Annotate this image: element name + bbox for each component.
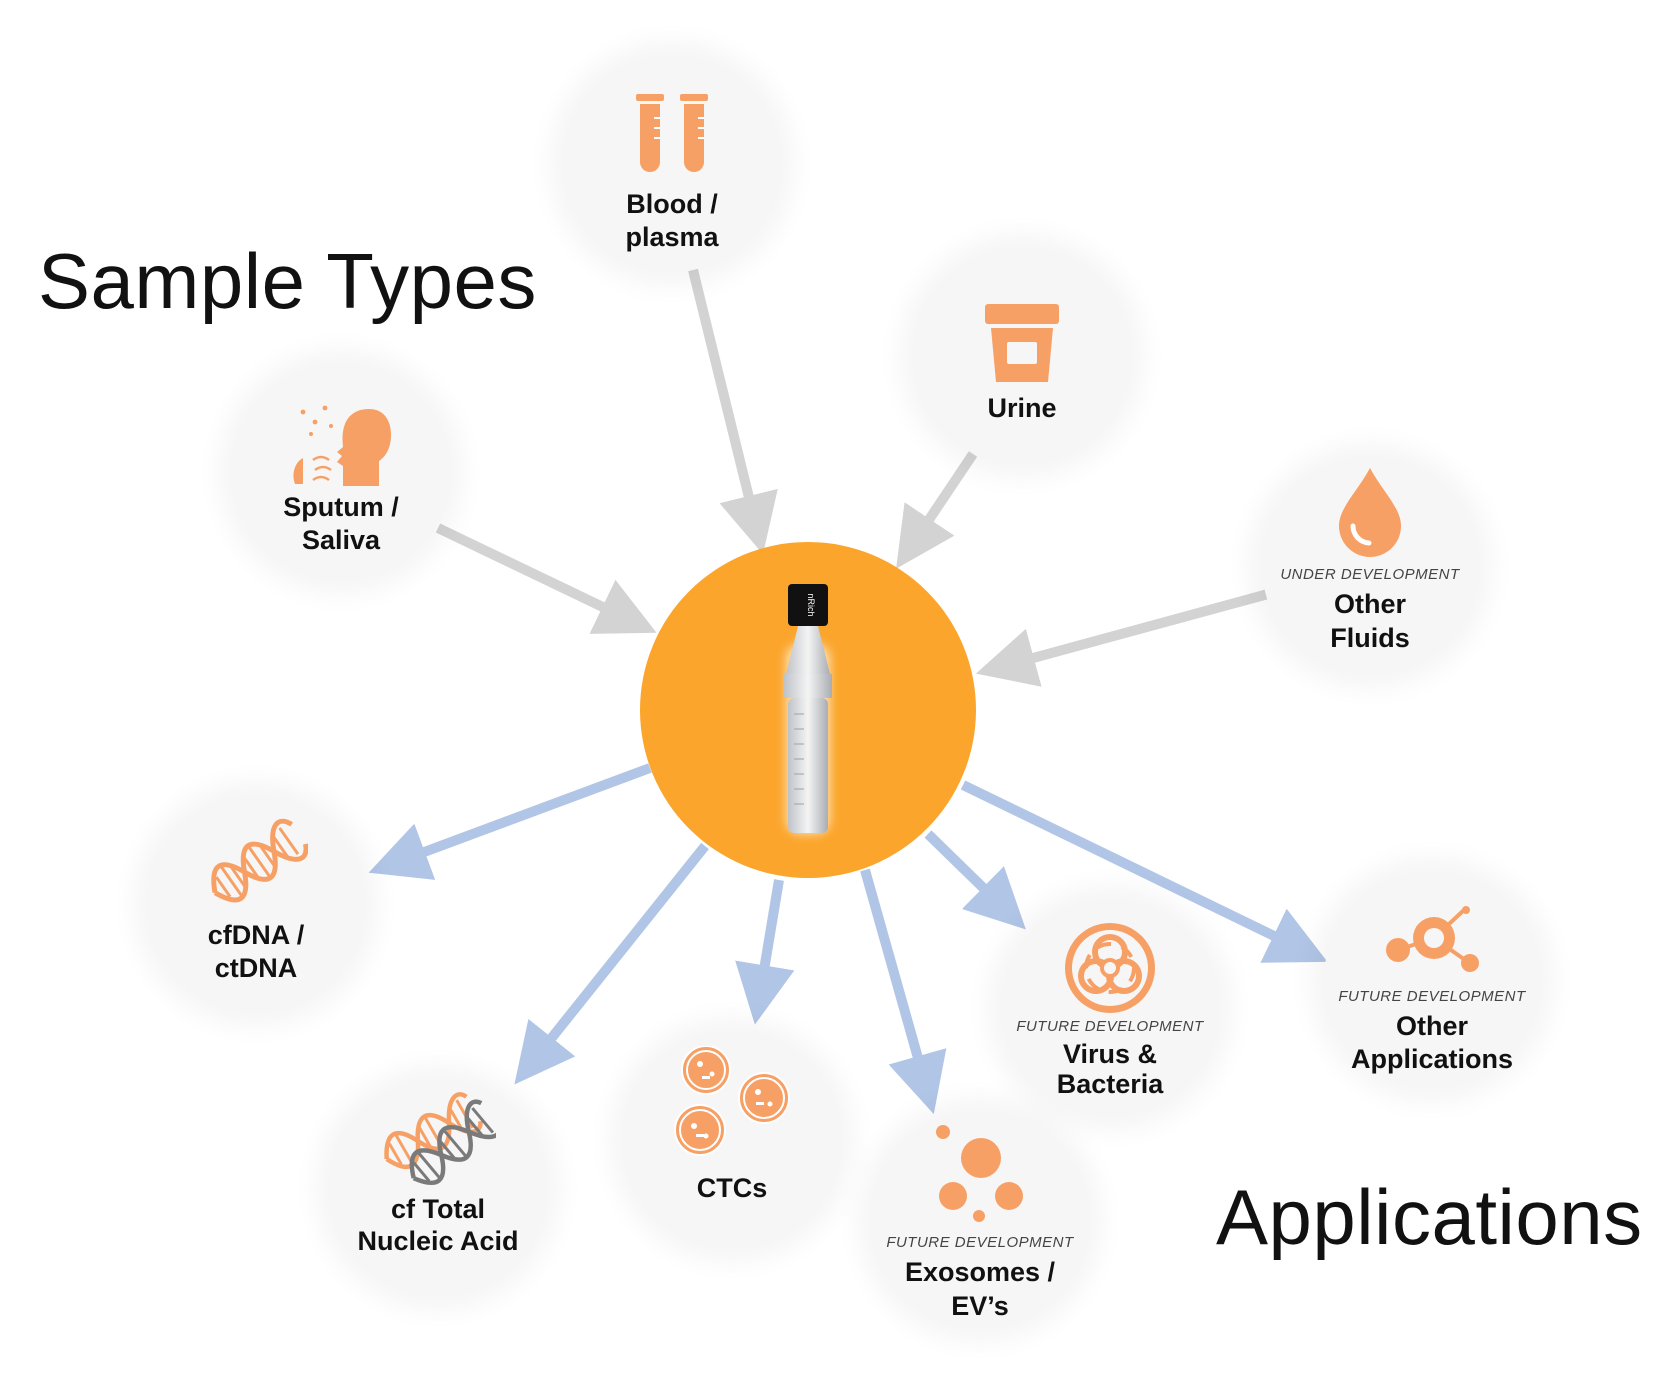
- application-node-cfdna: cfDNA / ctDNA: [148, 796, 364, 1012]
- arrow-fluids-to-hub: [975, 589, 1270, 687]
- application-label-tna-2: Nucleic Acid: [357, 1226, 519, 1256]
- application-label-other-2: Applications: [1350, 1044, 1513, 1074]
- vesicles-icon: [936, 1125, 1023, 1222]
- application-status-exosomes: FUTURE DEVELOPMENT: [886, 1234, 1074, 1251]
- arrow-hub-to-exosomes: [860, 868, 947, 1115]
- application-label-other-1: Other: [1395, 1011, 1468, 1041]
- application-label-exosomes-1: Exosomes /: [904, 1257, 1056, 1287]
- arrow-hub-to-virus: [924, 830, 1026, 930]
- dna-double-icon: [384, 1092, 496, 1185]
- application-label-cfdna-1: cfDNA /: [207, 920, 305, 950]
- application-label-ctcs: CTCs: [696, 1173, 768, 1203]
- sample-label-sputum-1: Sputum /: [283, 492, 399, 522]
- sample-label-blood-2: plasma: [625, 222, 719, 252]
- enrichment-tube-icon: nRich: [784, 584, 832, 834]
- arrow-sputum-to-hub: [435, 523, 657, 634]
- sample-label-sputum-2: Saliva: [301, 525, 381, 555]
- application-node-ctcs: CTCs: [624, 1032, 840, 1248]
- device-label: nRich: [806, 593, 816, 616]
- sample-label-urine: Urine: [987, 393, 1057, 423]
- droplet-icon: [1339, 468, 1401, 557]
- test-tubes-icon: [636, 94, 708, 172]
- arrow-hub-to-cfdna: [368, 763, 652, 880]
- sample-label-blood-1: Blood /: [626, 189, 718, 219]
- sample-node-sputum: Sputum / Saliva: [233, 364, 449, 580]
- application-node-total-nucleic-acid: cf Total Nucleic Acid: [330, 1080, 546, 1296]
- sample-node-blood: Blood / plasma: [564, 56, 780, 272]
- arrow-hub-to-ctcs: [735, 879, 795, 1025]
- cough-face-icon: [293, 405, 391, 486]
- application-label-exosomes-2: EV’s: [951, 1291, 1009, 1321]
- arrow-urine-to-hub: [896, 451, 978, 569]
- application-node-other-applications: FUTURE DEVELOPMENT Other Applications: [1324, 872, 1540, 1088]
- sample-node-urine: Urine: [914, 248, 1130, 464]
- application-label-virus-2: Bacteria: [1056, 1069, 1164, 1099]
- application-label-virus-1: Virus &: [1062, 1039, 1158, 1069]
- sample-label-fluids-2: Fluids: [1330, 623, 1410, 653]
- hub-circle: nRich: [640, 542, 976, 878]
- arrow-hub-to-otherapps: [960, 780, 1328, 963]
- application-node-exosomes: FUTURE DEVELOPMENT Exosomes / EV’s: [872, 1112, 1088, 1328]
- arrow-blood-to-hub: [688, 268, 778, 555]
- dna-icon: [211, 818, 308, 903]
- application-status-other: FUTURE DEVELOPMENT: [1338, 988, 1526, 1005]
- application-status-virus: FUTURE DEVELOPMENT: [1016, 1018, 1204, 1035]
- biohazard-icon: [1065, 923, 1155, 1013]
- application-node-virus-bacteria: FUTURE DEVELOPMENT Virus & Bacteria: [1002, 900, 1218, 1116]
- arrow-hub-to-tna: [514, 842, 709, 1085]
- applications-heading: Applications: [1216, 1173, 1643, 1261]
- sample-label-fluids-1: Other: [1333, 589, 1406, 619]
- sample-types-heading: Sample Types: [38, 237, 537, 325]
- urine-cup-icon: [985, 304, 1059, 382]
- sample-status-other-fluids: UNDER DEVELOPMENT: [1280, 566, 1460, 583]
- sample-node-other-fluids: UNDER DEVELOPMENT Other Fluids: [1262, 458, 1478, 674]
- application-label-cfdna-2: ctDNA: [214, 953, 298, 983]
- application-label-tna-1: cf Total: [391, 1194, 485, 1224]
- cells-icon: [674, 1046, 790, 1156]
- network-icon: [1386, 906, 1479, 972]
